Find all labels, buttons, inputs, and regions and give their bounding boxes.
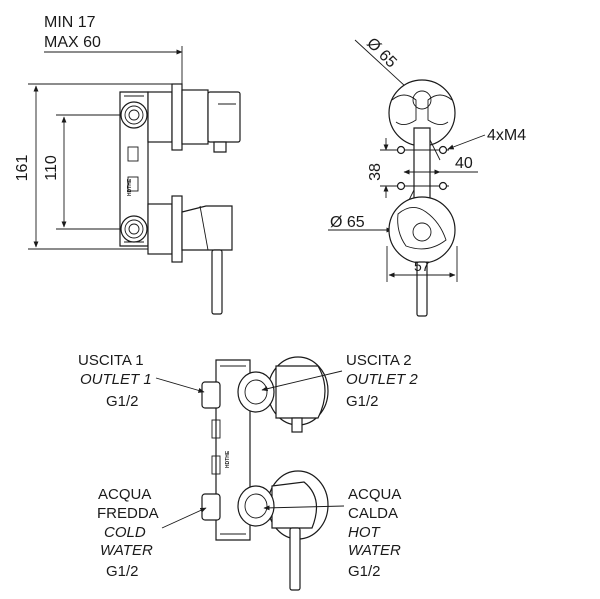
outlet1-label-it: USCITA 1 (78, 352, 144, 369)
side-bottom-port-mid (124, 219, 144, 239)
iso-lug-2 (211, 455, 221, 475)
dim-161-text: 161 (14, 155, 31, 182)
hot-label-it1: ACQUA (348, 486, 401, 503)
max-depth-label: MAX 60 (44, 34, 101, 51)
front-screw-4 (438, 181, 448, 191)
side-diverter-body (181, 89, 209, 145)
dia-bottom-text: Ø 65 (330, 214, 365, 231)
cold-label-it2: FREDDA (97, 505, 159, 522)
iso-diverter-collar (237, 371, 275, 413)
outlet2-size: G1/2 (346, 393, 379, 410)
side-mixer-handle (211, 249, 223, 315)
cold-label-en2: WATER (100, 542, 153, 559)
hot-label-en2: WATER (348, 542, 401, 559)
side-mixer-collar (147, 203, 173, 255)
side-diverter-plate (171, 83, 183, 151)
outlet2-label-it: USCITA 2 (346, 352, 412, 369)
side-body-mark: HDTHE (127, 178, 133, 196)
iso-cold-stub (201, 493, 221, 521)
dim-110-text: 110 (43, 155, 60, 181)
cold-label-en1: COLD (104, 524, 146, 541)
iso-mixer-handle (289, 527, 301, 591)
side-mixer-body (181, 205, 233, 251)
side-mixer-edge (199, 205, 209, 251)
iso-lug-1 (211, 419, 221, 439)
screws-leader (447, 134, 486, 150)
outlet2-leader (261, 370, 343, 392)
outlet1-leader (155, 377, 205, 393)
hot-label-it2: CALDA (348, 505, 398, 522)
front-top-centre (412, 90, 432, 110)
hot-label-en1: HOT (348, 524, 382, 541)
front-view: Ø 65 4xM4 40 38 Ø 65 (328, 35, 526, 317)
front-top-lobe-left (391, 94, 417, 125)
side-diverter-lever (213, 141, 227, 153)
side-bottom-port-inner (128, 223, 140, 235)
cold-label-it1: ACQUA (98, 486, 151, 503)
screws-text: 4xM4 (487, 127, 526, 144)
dim-38-text: 38 (367, 163, 384, 181)
side-mid-detail-2 (127, 176, 139, 192)
side-diverter-knob (207, 91, 241, 143)
iso-body-lines (220, 365, 246, 535)
outlet2-label-en: OUTLET 2 (346, 371, 418, 388)
outlet1-size: G1/2 (106, 393, 139, 410)
front-bottom-body (397, 207, 447, 250)
side-view: MIN 17 MAX 60 161 110 HDTHE (14, 14, 241, 315)
iso-diverter-port (244, 379, 268, 405)
iso-outlet1-stub (201, 381, 221, 409)
side-top-port-inner (128, 109, 140, 121)
iso-diverter-lever (291, 417, 303, 433)
dim-40-text: 40 (455, 155, 473, 172)
side-top-port-mid (124, 105, 144, 125)
front-screw-2 (438, 145, 448, 155)
min-depth-label: MIN 17 (44, 14, 96, 31)
iso-mixer-collar (237, 485, 275, 527)
side-mixer-plate (171, 195, 183, 263)
front-screw-3 (396, 181, 406, 191)
isometric-view: HDTHE USCITA 1 OUTLET 1 G1/2 USCITA 2 OU… (78, 352, 418, 591)
iso-mixer-body (271, 481, 318, 529)
dim-57-text: 57 (414, 258, 430, 274)
iso-diverter-body (275, 365, 326, 419)
front-screw-1 (396, 145, 406, 155)
front-top-lobe-right (427, 94, 453, 125)
outlet1-label-en: OUTLET 1 (80, 371, 152, 388)
side-mid-detail-1 (127, 146, 139, 162)
front-bottom-centre (412, 222, 432, 242)
side-diverter-collar (147, 91, 173, 143)
cold-leader (161, 507, 207, 529)
cold-size: G1/2 (106, 563, 139, 580)
iso-body-mark: HDTHE (225, 450, 231, 468)
hot-size: G1/2 (348, 563, 381, 580)
hot-leader (263, 505, 345, 511)
